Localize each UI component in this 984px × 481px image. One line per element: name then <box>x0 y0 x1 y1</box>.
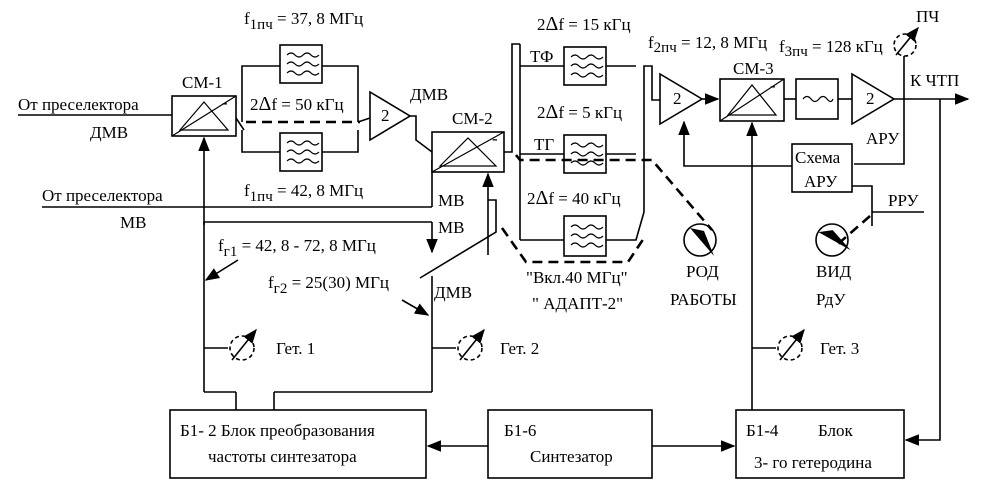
filter-128k-icon <box>795 78 839 120</box>
block-b1-4 <box>735 409 905 479</box>
adapt2-label: " АДАПТ-2" <box>532 294 623 313</box>
filter-5k-icon <box>563 134 607 174</box>
cm1-label: СМ-1 <box>182 73 223 92</box>
input-mv-label-2: МВ <box>120 213 146 232</box>
b16-label-2: Синтезатор <box>530 447 613 466</box>
agc-box <box>791 143 853 193</box>
output-to-b14 <box>904 99 941 446</box>
agc-box-label-1: Схема <box>795 148 841 167</box>
amplifier-3 <box>851 72 896 126</box>
filter-37-8-icon <box>279 44 323 84</box>
b12-label-2: частоты синтезатора <box>208 447 357 466</box>
aru-label: АРУ <box>866 129 900 148</box>
f3-label: f3пч = 128 кГц <box>779 37 883 60</box>
agc-to-amp2 <box>678 120 792 167</box>
f2-label: f2пч = 12, 8 МГц <box>648 33 767 56</box>
f1-top-label: f1пч = 37, 8 МГц <box>244 9 363 33</box>
input-mv-label-1: От преселектора <box>42 186 163 205</box>
dmv-right-label: ДМВ <box>410 85 448 104</box>
cm3-minus: - <box>770 76 776 95</box>
mixer-cm1 <box>171 95 237 137</box>
fg1-arrow <box>204 259 239 281</box>
agc-feed <box>854 99 905 165</box>
lo-switch <box>419 199 497 279</box>
fg2-arrow <box>401 299 430 316</box>
cm2-out-bus <box>504 43 520 153</box>
amp1-gain: 2 <box>381 106 390 125</box>
f40-out <box>606 211 645 241</box>
oscillator-get1-icon <box>229 328 257 361</box>
vid-label-1: ВИД <box>816 262 852 281</box>
mv-label-b: МВ <box>438 218 464 237</box>
df50-label: 2Δf = 50 кГц <box>250 93 344 115</box>
amp3-gain: 2 <box>866 89 875 108</box>
dmv-low-label: ДМВ <box>434 283 472 302</box>
filter-15k-icon <box>563 46 607 86</box>
get2-label: Гет. 2 <box>500 339 539 358</box>
pch-probe-icon <box>893 26 919 57</box>
mode-dash-bottom <box>500 227 646 264</box>
rod-label-1: РОД <box>686 262 719 281</box>
mv-label-a: МВ <box>438 191 464 210</box>
input-dmv-label-1: От преселектора <box>18 95 139 114</box>
tg-label: ТГ <box>534 135 554 154</box>
b14-label-1b: Блок <box>818 421 854 440</box>
amp2-gain: 2 <box>673 89 682 108</box>
cm1-out-switch <box>235 117 245 131</box>
mixer-cm3 <box>719 78 785 122</box>
df40-label: 2Δf = 40 кГц <box>527 187 621 209</box>
df5-label: 2Δf = 5 кГц <box>537 101 622 123</box>
block-b1-6 <box>487 409 653 479</box>
cm1-minus: - <box>222 93 228 112</box>
rru-label: РРУ <box>888 191 919 210</box>
filter-42-8-icon <box>279 132 323 172</box>
agc-box-label-2: АРУ <box>804 172 838 191</box>
amp1-to-cm2 <box>410 115 433 153</box>
b16-label-1: Б1-6 <box>504 421 536 440</box>
filter-bank-out <box>643 65 660 212</box>
b14-label-1a: Б1-4 <box>746 421 779 440</box>
pch-label: ПЧ <box>916 7 939 26</box>
oscillator-get2-icon <box>457 328 485 361</box>
vid-dash <box>837 215 871 245</box>
oscillator-get3-icon <box>777 328 805 361</box>
cm2-label: СМ-2 <box>452 109 493 128</box>
get3-label: Гет. 3 <box>820 339 859 358</box>
b12-label-1: Б1- 2 Блок преобразования <box>180 421 375 440</box>
b14-label-2: 3- го гетеродина <box>754 453 872 472</box>
mode-dash-top <box>514 154 713 231</box>
tf-label: ТФ <box>530 47 553 66</box>
df15-label: 2Δf = 15 кГц <box>537 13 631 35</box>
amp1-in-line <box>357 117 371 123</box>
agc-to-switch <box>852 185 873 226</box>
amplifier-2 <box>659 72 704 126</box>
rod-switch-icon[interactable] <box>683 223 717 257</box>
fg2-label: fг2 = 25(30) МГц <box>268 273 389 297</box>
vid-label-2: РдУ <box>816 290 846 309</box>
k-chtp-label: К ЧТП <box>910 71 959 90</box>
f1-bot-label: f1пч = 42, 8 МГц <box>244 181 363 205</box>
fg1-label: fг1 = 42, 8 - 72, 8 МГц <box>218 236 376 260</box>
cm3-label: СМ-3 <box>733 59 774 78</box>
vkl40-label: "Вкл.40 МГц" <box>526 268 628 287</box>
vid-switch-icon[interactable] <box>815 223 851 259</box>
rod-label-2: РАБОТЫ <box>670 290 737 309</box>
cm2-minus: - <box>492 129 498 148</box>
get1-label: Гет. 1 <box>276 339 315 358</box>
filter-40k-icon <box>563 215 607 257</box>
amplifier-1 <box>369 90 412 142</box>
input-dmv-label-2: ДМВ <box>90 123 128 142</box>
block-b1-2 <box>169 409 427 479</box>
